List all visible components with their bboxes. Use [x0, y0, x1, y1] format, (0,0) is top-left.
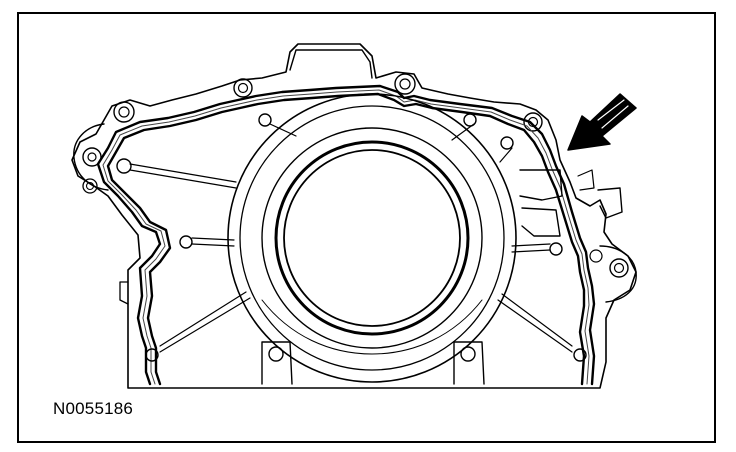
figure-frame	[17, 12, 716, 443]
bolt-hole-bottom-right	[460, 346, 476, 362]
bolt-hole-lower-right	[573, 348, 587, 362]
top-bolt	[394, 73, 416, 95]
left-ear-bolt-lower	[82, 178, 98, 194]
bottom-boss-right	[453, 341, 485, 385]
side-tab	[597, 187, 623, 219]
right-ear-bolt-upper	[589, 249, 603, 263]
bolt-hole-right-mid	[549, 242, 563, 256]
housing-outline	[71, 43, 637, 389]
arrow-pointer-icon	[567, 93, 637, 151]
top-tab	[289, 49, 373, 79]
right-bracket	[519, 169, 563, 201]
gasket-inner-bead	[106, 92, 586, 386]
seal-bore-ring	[274, 140, 470, 336]
right-ear-bolt	[609, 258, 629, 278]
bolt-hole-left-mid	[179, 235, 193, 249]
top-left-bolt	[233, 78, 253, 98]
bolt-hole-lower-left	[145, 348, 159, 362]
bolt-hole-top-left	[258, 113, 272, 127]
bolt-hole-bottom-left	[268, 346, 284, 362]
figure-id-label: N0055186	[53, 399, 134, 418]
hub-outer	[227, 93, 517, 383]
bolt-hole-left	[116, 158, 132, 174]
seal-bore-inner	[283, 149, 461, 327]
ribs	[129, 123, 573, 353]
right-ear	[599, 245, 637, 303]
upper-left-bolt	[113, 101, 135, 123]
left-lower-boss	[119, 281, 129, 305]
seal-outer-ring	[261, 127, 483, 349]
bottom-boss-left	[261, 341, 293, 385]
top-right-bolt	[523, 112, 543, 132]
bolt-hole-top-right	[463, 113, 477, 127]
gasket-outer-bead	[96, 84, 596, 386]
bolt-hole-right	[500, 136, 514, 150]
hub-step	[239, 105, 505, 371]
